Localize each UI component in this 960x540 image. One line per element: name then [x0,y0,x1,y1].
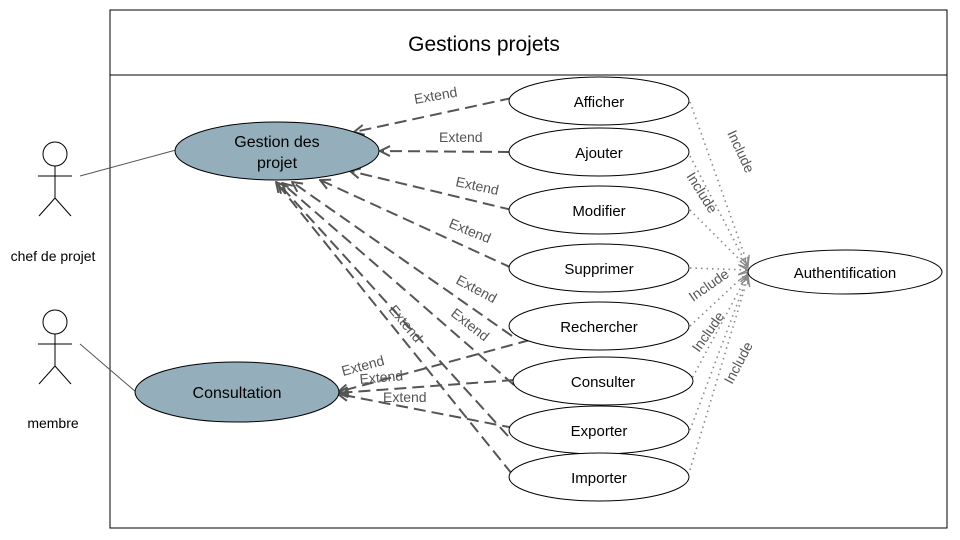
extend-edge-consulter-consultation [338,379,515,393]
usecase-ellipse [508,301,690,351]
usecase-label: Gestion des [234,134,319,151]
usecase-label: Rechercher [560,319,638,336]
actor-right-leg [54,365,72,385]
usecase-label: Modifier [572,203,625,220]
usecase-ellipse [174,121,380,181]
actor-left-leg [38,365,56,385]
extend-edge-ajouter [380,151,511,152]
usecase-authentification[interactable]: Authentification [747,249,943,295]
extend-edge-consulter-gestion [282,183,515,386]
extend-label-consulter-consultation: Extend [359,367,404,387]
extend-edge-rechercher-consultation [338,339,531,392]
association-chef-gestion [79,149,177,177]
usecase-supprimer[interactable]: Supprimer [508,243,690,293]
usecase-ellipse [508,127,690,177]
usecase-ellipse [747,249,943,295]
usecase-ajouter[interactable]: Ajouter [508,127,690,177]
usecase-ellipse [134,361,340,423]
extend-edges [276,97,531,475]
usecase-ellipse [508,185,690,235]
actor-chef-de-projet[interactable]: chef de projet [11,141,96,264]
actor-head [42,309,68,335]
system-title: Gestions projets [408,33,560,56]
usecase-label: Exporter [571,423,628,440]
include-edge-importer [689,277,748,471]
actor-label: chef de projet [11,248,96,264]
usecase-ellipse [512,356,694,406]
actor-membre[interactable]: membre [27,309,79,431]
usecase-consultation[interactable]: Consultation [134,361,340,423]
usecase-label: Consulter [571,374,635,391]
usecase-gestion-des-projet[interactable]: Gestion des projet [174,121,380,181]
association-membre-consultation [79,343,137,393]
extend-label-exporter-consultation: Extend [383,389,427,405]
include-edge-afficher [689,101,748,265]
actor-left-leg [38,197,56,217]
extend-edge-rechercher-gestion [292,182,513,337]
usecase-label: Ajouter [575,145,623,162]
usecase-exporter[interactable]: Exporter [508,405,690,455]
actor-right-leg [54,197,72,217]
actor-head [42,141,68,167]
usecase-ellipse [508,452,690,502]
include-edges [689,101,748,471]
usecase-label: Consultation [193,385,282,402]
extend-edge-modifier [350,171,513,211]
usecase-afficher[interactable]: Afficher [508,76,690,126]
extend-edge-afficher [354,97,513,132]
include-edge-rechercher [689,272,748,327]
extend-edge-importer-gestion [276,182,513,475]
usecase-rechercher[interactable]: Rechercher [508,301,690,351]
usecase-label: Authentification [794,265,897,282]
extend-edge-exporter-gestion [278,183,509,437]
include-edge-consulter [689,274,748,383]
include-edge-exporter [689,275,748,431]
usecase-consulter[interactable]: Consulter [512,356,694,406]
extend-label-afficher: Extend [413,84,459,107]
usecase-label: Afficher [574,94,625,111]
usecase-ellipse [508,76,690,126]
extend-label-ajouter: Extend [439,129,483,145]
usecase-label: projet [257,155,298,172]
usecase-label: Supprimer [564,261,633,278]
usecase-modifier[interactable]: Modifier [508,185,690,235]
usecase-label: Importer [571,470,627,487]
usecase-ellipse [508,243,690,293]
actor-label: membre [27,415,79,431]
usecase-importer[interactable]: Importer [508,452,690,502]
extend-edge-exporter-consultation [338,394,515,429]
